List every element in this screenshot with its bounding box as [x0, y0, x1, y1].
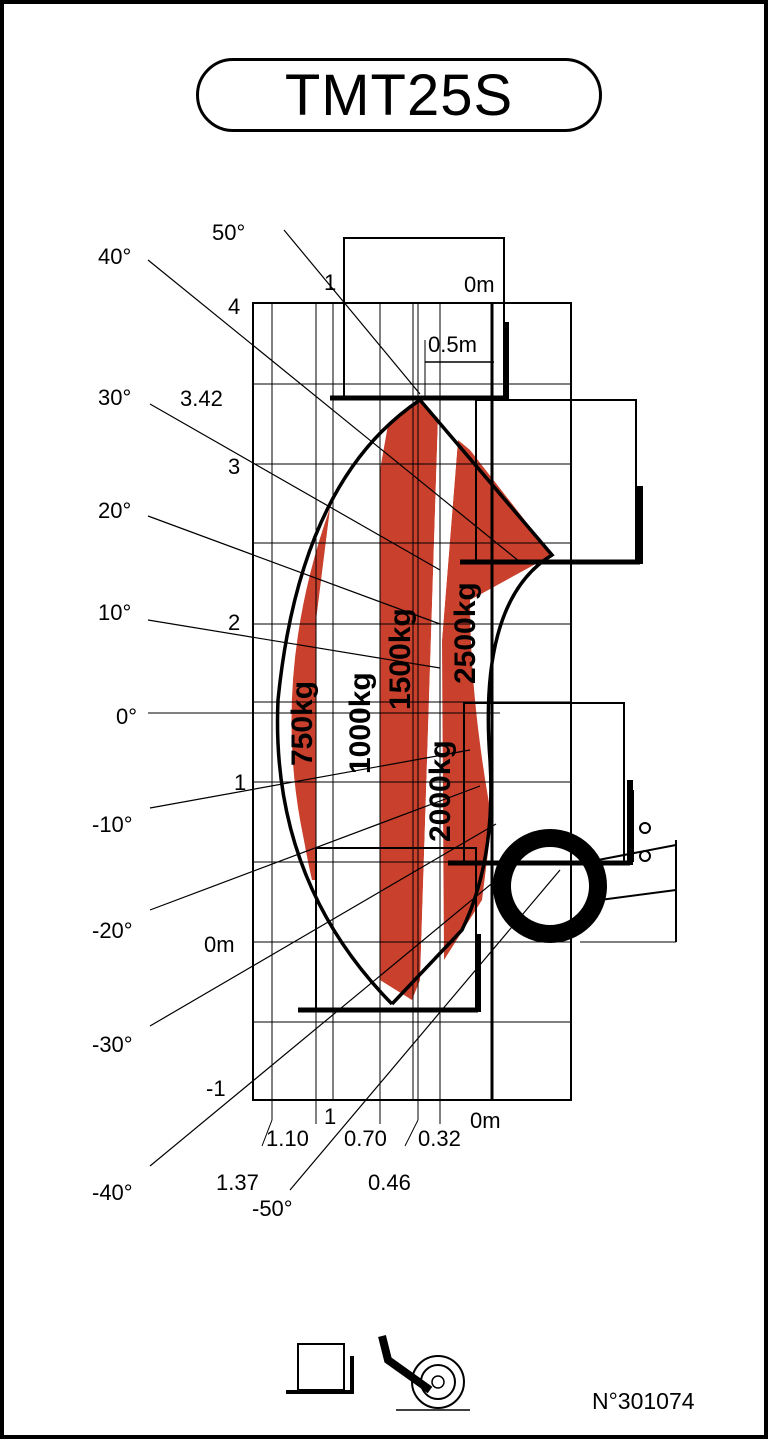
load-zones: [291, 402, 552, 1000]
top-zero: 0m: [464, 272, 495, 297]
angle-leaders: [147, 229, 561, 1191]
angle-40: 40°: [98, 244, 132, 269]
zone-2000kg-band: [442, 440, 552, 960]
fork-carriage-icon: [286, 1343, 354, 1394]
angle-minus10: -10°: [92, 812, 133, 837]
height-3: 3: [228, 454, 241, 479]
model-title: TMT25S: [196, 58, 602, 132]
angle-minus50: -50°: [252, 1196, 293, 1221]
height-4: 4: [228, 294, 241, 319]
zone-gaps: [420, 418, 458, 980]
angle-50: 50°: [212, 220, 246, 245]
reach-1-10: 1.10: [266, 1126, 309, 1151]
bottom-leaders: [261, 1100, 441, 1147]
height-0m: 0m: [204, 932, 235, 957]
reach-1: 1: [324, 1104, 337, 1129]
wheel-stabilizer-icon: [378, 1335, 470, 1411]
zone-outer-left: [294, 508, 330, 880]
angle-30: 30°: [98, 385, 132, 410]
height-minus1: -1: [206, 1076, 226, 1101]
reach-0-46: 0.46: [368, 1170, 411, 1195]
load-labels: 750kg 1000kg 1500kg 2000kg 2500kg: [286, 582, 482, 842]
reach-0m: 0m: [470, 1108, 501, 1133]
angle-minus40: -40°: [92, 1180, 133, 1205]
zone-1000kg: [314, 470, 382, 1000]
machine-front: [493, 790, 677, 943]
label-1000kg: 1000kg: [344, 672, 377, 774]
document-code: N°301074: [592, 1388, 695, 1414]
angle-minus20: -20°: [92, 918, 133, 943]
reach-0-32: 0.32: [418, 1126, 461, 1151]
height-2: 2: [228, 610, 241, 635]
top-offset: 0.5m: [428, 332, 477, 357]
label-750kg: 750kg: [286, 681, 319, 766]
top-reach-one: 1: [324, 270, 337, 295]
reach-1-37: 1.37: [216, 1170, 259, 1195]
angle-10: 10°: [98, 600, 132, 625]
label-2000kg: 2000kg: [424, 740, 457, 842]
label-2500kg: 2500kg: [449, 582, 482, 684]
angle-20: 20°: [98, 498, 132, 523]
height-1: 1: [234, 770, 247, 795]
angle-0: 0°: [116, 704, 138, 729]
height-3-42: 3.42: [180, 386, 223, 411]
label-1500kg: 1500kg: [384, 608, 417, 710]
angle-minus30: -30°: [92, 1032, 133, 1057]
zone-1500kg-band: [380, 402, 438, 1000]
reach-0-70: 0.70: [344, 1126, 387, 1151]
